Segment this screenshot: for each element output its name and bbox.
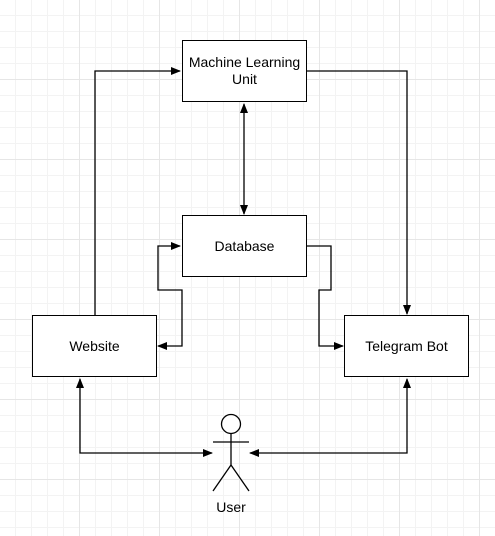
node-database[interactable]: Database — [182, 215, 307, 277]
node-database-label: Database — [214, 237, 275, 254]
user-actor-icon — [212, 413, 250, 492]
edge-telegram-user — [249, 378, 411, 457]
node-ml-unit[interactable]: Machine Learning Unit — [182, 40, 307, 102]
node-telegram-bot[interactable]: Telegram Bot — [344, 315, 469, 377]
edge-ml-to-telegram — [307, 70, 411, 315]
node-ml-unit-label: Machine Learning Unit — [188, 54, 301, 87]
edge-website-database — [157, 242, 183, 350]
node-website-label: Website — [69, 337, 120, 354]
edge-website-to-ml — [94, 67, 181, 315]
edge-website-user — [76, 378, 213, 457]
user-label: User — [216, 499, 246, 515]
edge-database-to-telegram — [307, 245, 344, 350]
node-website[interactable]: Website — [32, 315, 157, 377]
node-telegram-bot-label: Telegram Bot — [365, 337, 448, 354]
